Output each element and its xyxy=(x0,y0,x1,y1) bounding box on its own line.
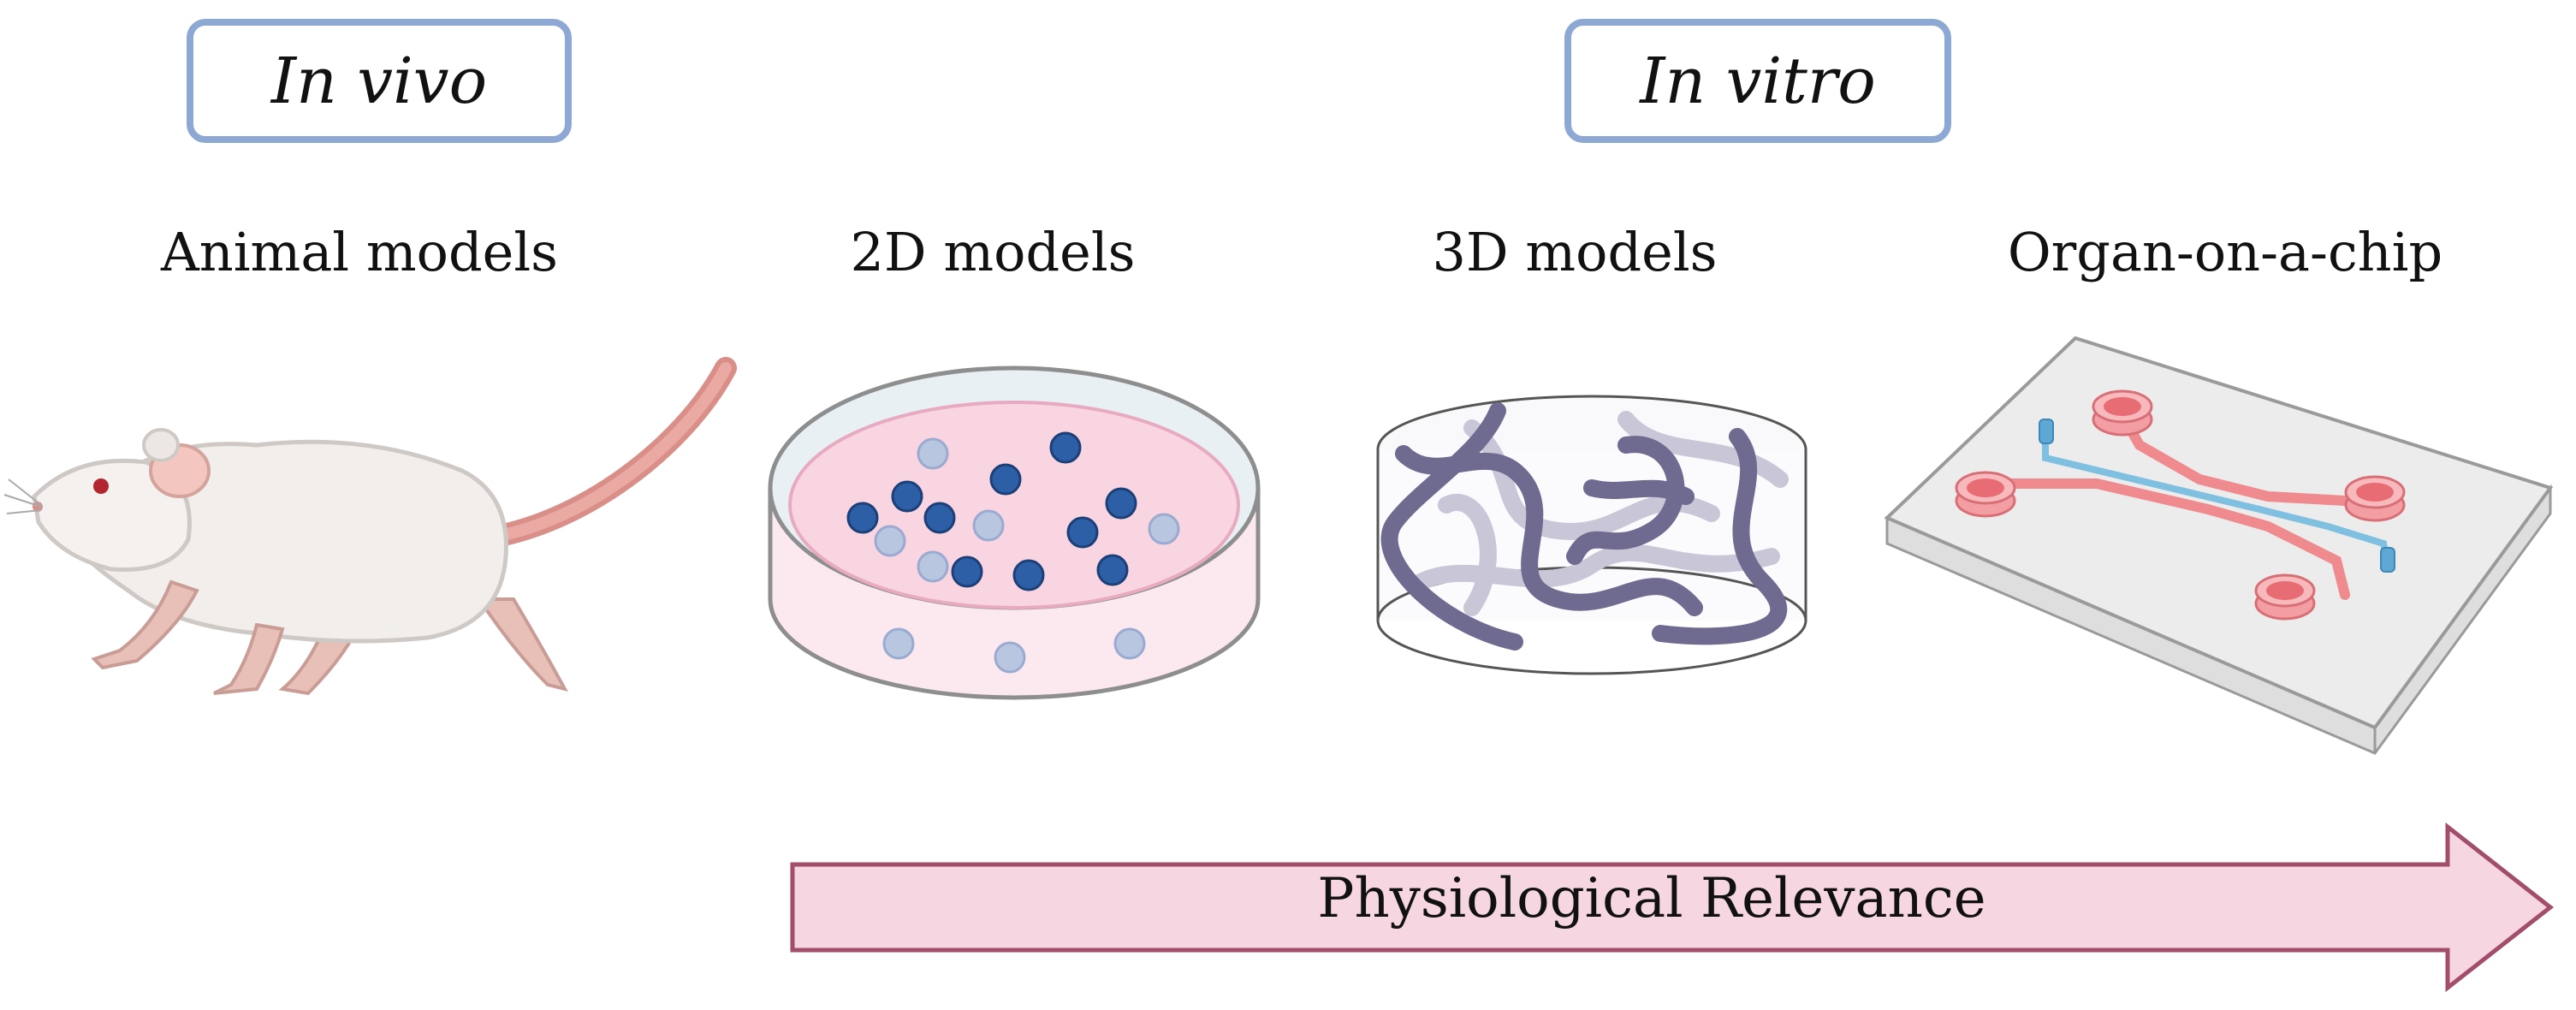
petri-dish-icon xyxy=(768,365,1261,700)
3d-scaffold-icon xyxy=(1376,395,1807,675)
mouse-icon xyxy=(3,357,737,696)
physiological-relevance-label: Physiological Relevance xyxy=(1317,867,1986,930)
2d-models-label: 2D models xyxy=(850,221,1136,283)
in-vivo-label: In vivo xyxy=(270,44,488,118)
animal-models-label: Animal models xyxy=(161,221,558,283)
3d-models-label: 3D models xyxy=(1432,221,1718,283)
in-vivo-box: In vivo xyxy=(187,19,572,143)
physiological-relevance-arrow xyxy=(790,822,2555,993)
organ-on-chip-icon xyxy=(1884,336,2554,755)
in-vitro-label: In vitro xyxy=(1640,44,1876,118)
in-vitro-box: In vitro xyxy=(1564,19,1951,143)
organ-on-a-chip-label: Organ-on-a-chip xyxy=(2007,221,2443,283)
